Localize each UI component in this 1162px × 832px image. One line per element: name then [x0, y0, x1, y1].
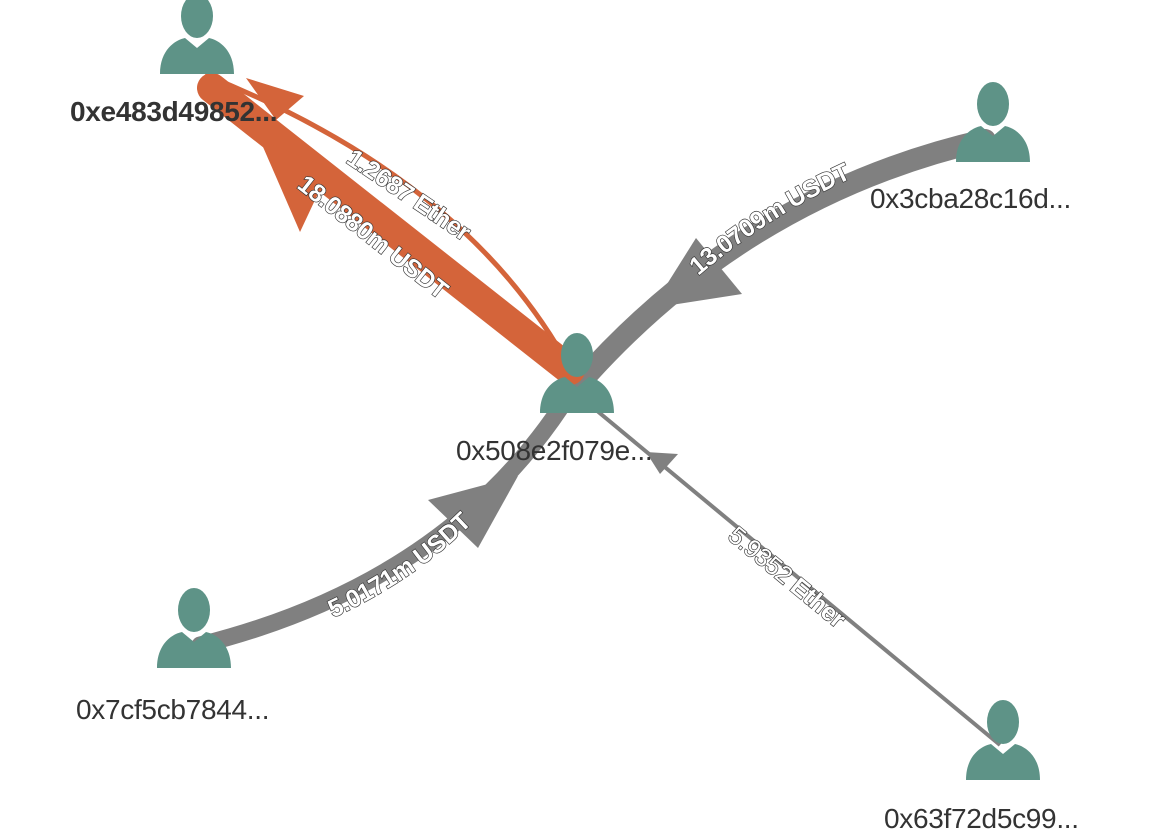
edge-label: 5.9352 Ether: [723, 521, 851, 634]
edge-center-to-bottom-left[interactable]: 5.0171m USDT: [191, 371, 587, 654]
node-label-bottom-left: 0x7cf5cb7844...: [76, 694, 269, 725]
node-label-top-left: 0xe483d49852...: [70, 96, 277, 127]
user-icon: [160, 0, 234, 74]
edge-line: [191, 371, 587, 654]
node-bottom-right[interactable]: [966, 700, 1040, 780]
edge-top-right-to-center[interactable]: 13.0709m USDT: [567, 129, 996, 396]
edge-arrowhead: [260, 140, 330, 232]
edge-arrowhead: [428, 476, 518, 548]
node-bottom-left[interactable]: [157, 588, 231, 668]
edge-arrowhead: [246, 78, 304, 120]
node-label-top-right: 0x3cba28c16d...: [870, 183, 1071, 214]
edge-arrowhead: [646, 452, 678, 474]
user-icon: [157, 588, 231, 668]
edge-label: 5.0171m USDT: [324, 507, 477, 623]
edge-arrowhead: [652, 238, 742, 308]
user-icon: [966, 700, 1040, 780]
node-top-right[interactable]: [956, 82, 1030, 162]
edge-label: 13.0709m USDT: [684, 158, 854, 281]
node-top-left[interactable]: [160, 0, 234, 74]
node-label-bottom-right: 0x63f72d5c99...: [884, 803, 1079, 832]
edge-center-to-top-left-usdt[interactable]: 18.0880m USDT: [197, 73, 585, 385]
edge-line: [197, 73, 585, 385]
node-label-center: 0x508e2f079e...: [456, 435, 652, 466]
edge-label: 18.0880m USDT: [293, 169, 454, 304]
user-icon: [956, 82, 1030, 162]
edge-line: [567, 129, 996, 396]
